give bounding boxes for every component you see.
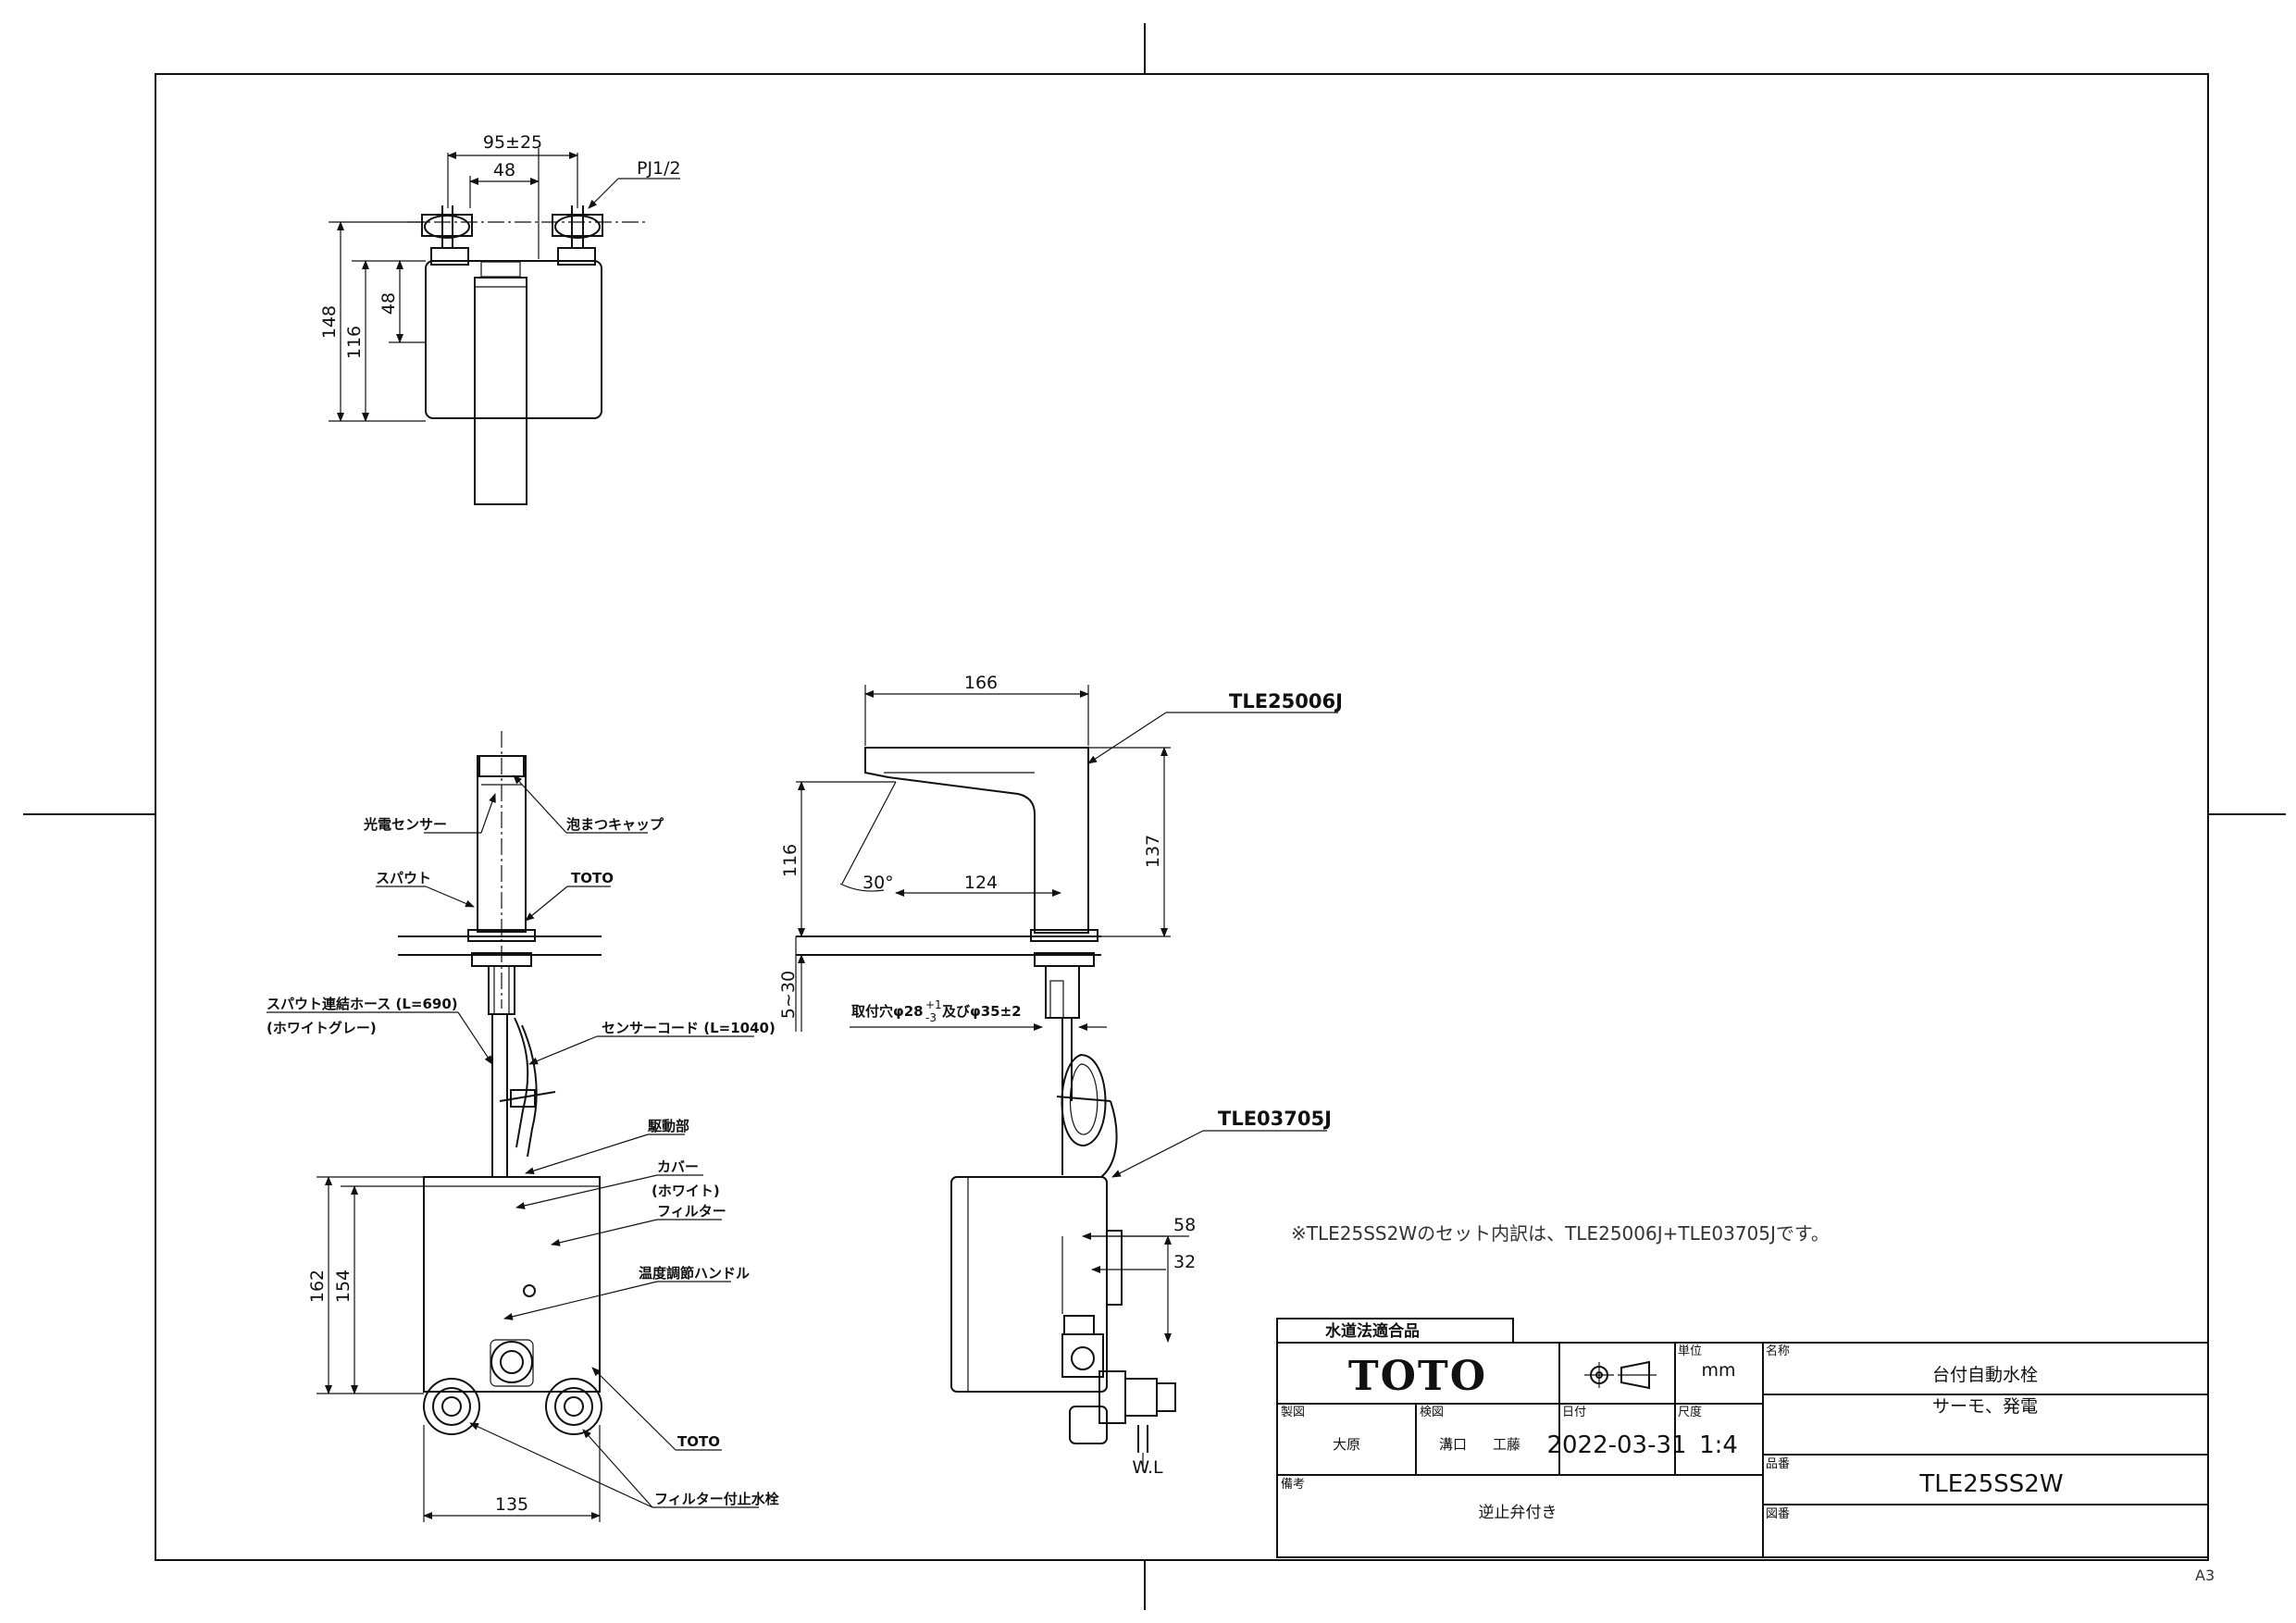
top-view: 95±25 48 PJ1/2 148 116 48 [319,132,681,505]
side-dim-166: 166 [964,673,998,693]
label-toto-unit: TOTO [677,1433,720,1450]
remarks-label: 備考 [1281,1477,1305,1492]
set-note: ※TLE25SS2Wのセット内訳は、TLE25006J+TLE03705Jです。 [1291,1222,1830,1245]
mount-tol-lower: -3 [925,1011,937,1024]
label-temp-handle: 温度調節ハンドル [639,1265,750,1282]
unit-label: 単位 [1678,1344,1702,1358]
drawing-no-label: 図番 [1766,1507,1790,1521]
part-label: 品番 [1766,1457,1790,1471]
label-hose: スパウト連結ホース (L=690) [267,996,458,1012]
side-dim-32: 32 [1173,1252,1196,1272]
top-dim-116: 116 [344,326,365,359]
model-unit: TLE03705J [1218,1108,1332,1130]
drawn-value: 大原 [1333,1436,1360,1453]
sheet-frame [23,23,2286,1610]
label-hose-color: (ホワイトグレー) [267,1020,377,1036]
date-value: 2022-03-31 [1546,1431,1686,1459]
label-spout: スパウト [376,870,431,886]
wl-label: W.L [1132,1457,1163,1478]
title-block: 水道法適合品 TOTO 単位 mm 名称 台付自動水栓 サーモ、発電 製図 大原… [1276,1318,2209,1558]
label-sensor-cord: センサーコード (L=1040) [602,1020,776,1036]
side-dim-116: 116 [780,844,800,877]
stop-valve-right [545,1378,602,1435]
mount-hole-prefix: 取付穴φ28 [851,1003,924,1020]
mount-tol-upper: +1 [925,998,942,1011]
side-dim-58: 58 [1173,1215,1196,1235]
label-cap: 泡まつキャップ [566,816,664,833]
label-sensor: 光電センサー [363,816,447,833]
stop-valve-left [423,1378,480,1435]
name-value: 台付自動水栓 [1932,1365,2038,1385]
label-filter: フィルター [657,1203,726,1220]
side-view: W.L 166 137 TLE25006J 116 30° 124 5~30 取… [778,673,1343,1478]
top-dim-spacing: 48 [493,160,515,180]
model-faucet: TLE25006J [1229,690,1343,712]
checked-value-2: 工藤 [1493,1436,1520,1453]
top-dim-148: 148 [319,305,340,339]
front-dim-135: 135 [495,1494,528,1515]
label-toto-spout: TOTO [571,870,614,886]
valve-left [421,205,473,266]
mount-hole-suffix: 及びφ35±2 [942,1003,1022,1020]
valve-right [552,205,603,266]
side-dim-137: 137 [1143,835,1163,868]
front-view: 光電センサー 泡まつキャップ スパウト TOTO スパウト連結ホース (L=69… [267,731,779,1522]
unit-value: mm [1701,1360,1735,1381]
sheet-size: A3 [2195,1567,2215,1584]
checked-label: 検図 [1420,1406,1444,1419]
label-drive: 駆動部 [648,1118,689,1134]
part-value: TLE25SS2W [1918,1470,2063,1498]
name-sub: サーモ、発電 [1932,1396,2038,1417]
side-dim-124: 124 [964,873,998,893]
angle-label: 30° [863,873,894,893]
drawn-label: 製図 [1281,1406,1305,1419]
remarks-value: 逆止弁付き [1479,1504,1558,1522]
top-dim-width: 95±25 [483,132,542,153]
scale-label: 尺度 [1678,1405,1702,1419]
compliance-label: 水道法適合品 [1325,1321,1420,1341]
checked-value-1: 溝口 [1439,1436,1467,1453]
top-dim-48: 48 [379,292,399,315]
front-dim-162: 162 [307,1270,328,1303]
label-cover-color: (ホワイト) [652,1183,720,1199]
label-stop-valve: フィルター付止水栓 [654,1491,779,1507]
thread-label: PJ1/2 [637,158,681,179]
label-cover: カバー [657,1158,699,1175]
side-dim-530: 5~30 [778,971,799,1019]
projection-symbol-icon [1584,1360,1657,1390]
front-dim-154: 154 [333,1270,354,1303]
date-label: 日付 [1562,1406,1586,1419]
scale-value: 1:4 [1699,1431,1738,1459]
brand-logo: TOTO [1348,1353,1487,1400]
name-label: 名称 [1766,1344,1790,1358]
